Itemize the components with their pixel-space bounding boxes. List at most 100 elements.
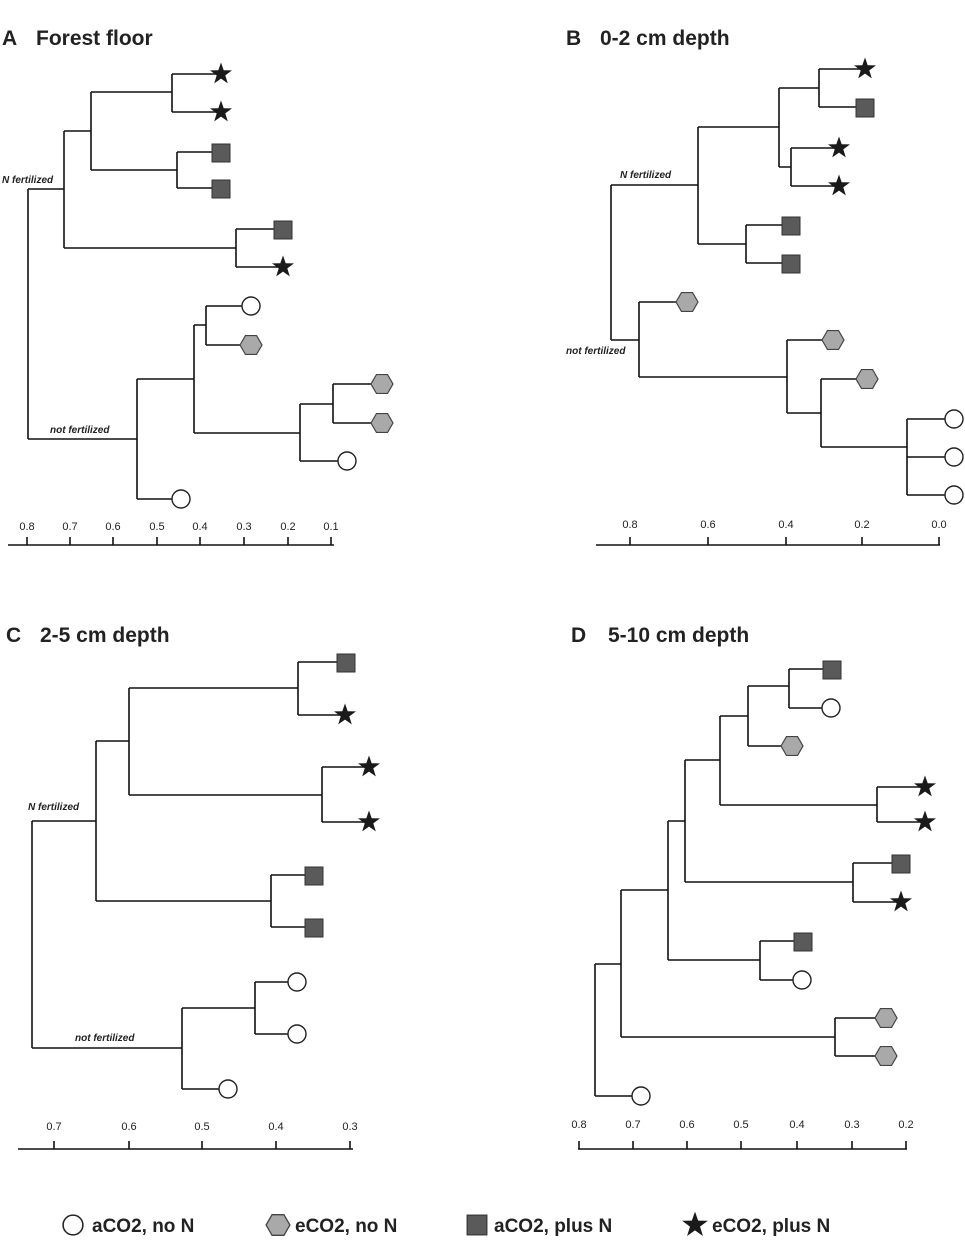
legend-circle-icon bbox=[62, 1214, 84, 1236]
legend-star-icon bbox=[682, 1211, 708, 1236]
panel-c-leaf-star bbox=[334, 703, 356, 725]
legend-label-acO2-no-n: aCO2, no N bbox=[92, 1216, 194, 1237]
panel-c-leaf-circle bbox=[218, 1079, 238, 1099]
panel-d-leaf-hexagon bbox=[874, 1046, 898, 1066]
panel-d-letter: D bbox=[571, 624, 586, 647]
panel-c-tick-label: 0.6 bbox=[121, 1121, 136, 1133]
legend-label-eco2-plus-n: eCO2, plus N bbox=[712, 1216, 830, 1237]
panel-d-axis: 0.8 0.7 0.6 0.5 0.4 0.3 0.2 bbox=[571, 1119, 914, 1150]
panel-b-leaf-hexagon bbox=[855, 369, 879, 389]
panel-c-dendrogram bbox=[31, 661, 368, 1090]
panel-d-leaf-circle bbox=[821, 698, 841, 718]
panel-d-leaf-star bbox=[890, 890, 912, 912]
panel-c-cluster-n-fertilized: N fertilized bbox=[28, 802, 80, 813]
panel-a-tick-label: 0.3 bbox=[236, 521, 251, 533]
panel-b-leaf-square bbox=[781, 216, 801, 236]
panel-d-tick-label: 0.3 bbox=[844, 1119, 859, 1131]
panel-b-leaf-star bbox=[854, 57, 876, 79]
panel-d-leaf-square bbox=[891, 854, 911, 874]
panel-a-leaf-star bbox=[210, 100, 232, 122]
panel-b-leaf-circle bbox=[944, 409, 964, 429]
panel-a-leaf-square bbox=[211, 143, 231, 163]
panel-d-leaf-star bbox=[914, 810, 936, 832]
panel-c-leaf-circle bbox=[287, 1024, 307, 1044]
panel-b-cluster-n-fertilized: N fertilized bbox=[620, 170, 672, 181]
panel-a-leaf-circle bbox=[171, 489, 191, 509]
panel-b-tick-label: 0.8 bbox=[622, 519, 637, 531]
panel-d-leaf-hexagon bbox=[874, 1008, 898, 1028]
panel-a-leaf-star bbox=[210, 62, 232, 84]
panel-d-tick-label: 0.2 bbox=[898, 1119, 913, 1131]
legend-label-aco2-plus-n: aCO2, plus N bbox=[494, 1216, 612, 1237]
panel-b-cluster-not-fertilized: not fertilized bbox=[566, 346, 626, 357]
panel-b-leaf-star bbox=[828, 174, 850, 196]
panel-a-tick-label: 0.1 bbox=[323, 521, 338, 533]
panel-b: B 0-2 cm depth N fertilized not fertiliz… bbox=[566, 27, 964, 546]
panel-a-leaf-circle bbox=[241, 296, 261, 316]
legend-square-icon bbox=[466, 1214, 488, 1236]
panel-d-leaf-hexagon bbox=[780, 736, 804, 756]
panel-a-leaf-square bbox=[273, 220, 293, 240]
panel-d-tick-label: 0.6 bbox=[679, 1119, 694, 1131]
panel-a-tick-label: 0.5 bbox=[149, 521, 164, 533]
panel-d-tick-label: 0.8 bbox=[571, 1119, 586, 1131]
panel-c-letter: C bbox=[6, 624, 21, 647]
panel-d-tick-label: 0.5 bbox=[733, 1119, 748, 1131]
panel-a-tick-label: 0.8 bbox=[19, 521, 34, 533]
panel-b-leaf-circle bbox=[944, 447, 964, 467]
panel-b-leaf-hexagon bbox=[821, 330, 845, 350]
panel-a-axis: 0.8 0.7 0.6 0.5 0.4 0.3 0.2 0.1 bbox=[8, 521, 339, 546]
panel-a-cluster-not-fertilized: not fertilized bbox=[50, 425, 110, 436]
panel-b-title: 0-2 cm depth bbox=[600, 27, 730, 50]
panel-b-tick-label: 0.6 bbox=[700, 519, 715, 531]
panel-b-leaf-square bbox=[855, 98, 875, 118]
panel-c-tick-label: 0.3 bbox=[342, 1121, 357, 1133]
legend: aCO2, no N eCO2, no N aCO2, plus N eCO2,… bbox=[62, 1211, 830, 1237]
panel-d-title: 5-10 cm depth bbox=[608, 624, 749, 647]
legend-label-eco2-no-n: eCO2, no N bbox=[295, 1216, 397, 1237]
panel-b-tick-label: 0.4 bbox=[778, 519, 793, 531]
panel-c-leaf-star bbox=[358, 755, 380, 777]
panel-c-leaf-circle bbox=[287, 972, 307, 992]
panel-a-leaf-hexagon bbox=[239, 335, 263, 355]
legend-hexagon-icon bbox=[265, 1214, 291, 1236]
panel-a-title: Forest floor bbox=[36, 27, 153, 50]
panel-c-tick-label: 0.7 bbox=[46, 1121, 61, 1133]
panel-a-leaf-hexagon bbox=[370, 413, 394, 433]
panel-a-leaf-hexagon bbox=[370, 374, 394, 394]
panel-c-leaf-square bbox=[304, 866, 324, 886]
panel-b-leaf-hexagon bbox=[675, 292, 699, 312]
panel-c-tick-label: 0.5 bbox=[194, 1121, 209, 1133]
panel-a-leaf-star bbox=[272, 255, 294, 277]
panel-a-dendrogram bbox=[27, 73, 381, 500]
panel-c-leaf-star bbox=[358, 810, 380, 832]
panel-d-leaf-square bbox=[822, 660, 842, 680]
panel-c-axis: 0.7 0.6 0.5 0.4 0.3 bbox=[18, 1121, 358, 1150]
panel-a-cluster-n-fertilized: N fertilized bbox=[2, 175, 54, 186]
panel-b-axis: 0.8 0.6 0.4 0.2 0.0 bbox=[596, 519, 947, 546]
panel-b-tick-label: 0.2 bbox=[854, 519, 869, 531]
panel-a-leaf-circle bbox=[337, 451, 357, 471]
panel-b-leaf-square bbox=[781, 254, 801, 274]
panel-d-leaf-circle bbox=[631, 1086, 651, 1106]
panel-c-title: 2-5 cm depth bbox=[40, 624, 170, 647]
panel-c: C 2-5 cm depth N fertilized not fertiliz… bbox=[6, 624, 380, 1150]
panel-a: A Forest floor N fertilized not fertiliz… bbox=[2, 27, 394, 546]
panel-d-tick-label: 0.4 bbox=[789, 1119, 804, 1131]
panel-d-dendrogram bbox=[594, 668, 924, 1097]
panel-b-leaf-circle bbox=[944, 485, 964, 505]
panel-b-leaf-star bbox=[828, 136, 850, 158]
panel-a-tick-label: 0.2 bbox=[280, 521, 295, 533]
panel-d: D 5-10 cm depth 0.8 0.7 0.6 0.5 0.4 0.3 … bbox=[571, 624, 936, 1150]
panel-d-leaf-circle bbox=[792, 970, 812, 990]
panel-c-leaf-square bbox=[336, 653, 356, 673]
panel-a-tick-label: 0.6 bbox=[105, 521, 120, 533]
panel-b-tick-label: 0.0 bbox=[931, 519, 946, 531]
panel-a-tick-label: 0.4 bbox=[192, 521, 207, 533]
panel-a-leaf-square bbox=[211, 179, 231, 199]
panel-b-letter: B bbox=[566, 27, 581, 50]
panel-d-leaf-star bbox=[914, 775, 936, 797]
panel-d-leaf-square bbox=[793, 932, 813, 952]
panel-c-leaf-square bbox=[304, 918, 324, 938]
